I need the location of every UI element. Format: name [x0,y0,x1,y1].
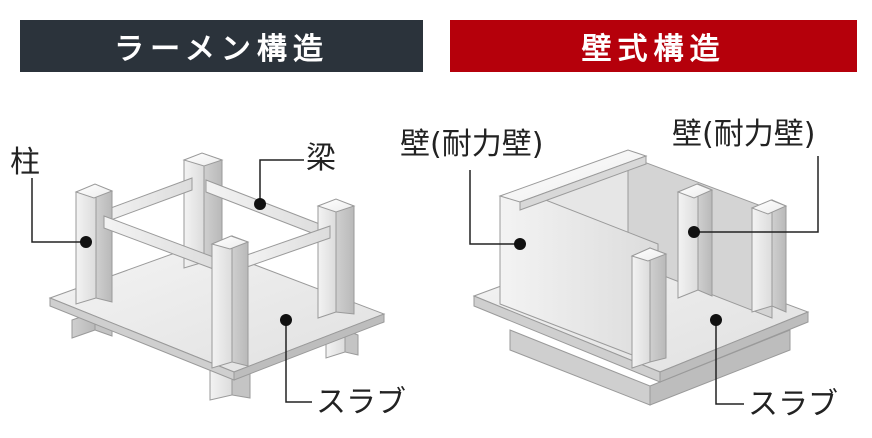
front-wall-end [630,247,668,369]
wall-callouts [469,156,819,405]
rahmen-structure-title: ラーメン構造 [114,32,329,67]
rahmen-callouts [31,159,312,403]
wall-marker-dot-left [514,238,526,250]
column-front [210,235,250,369]
beam-front-right [243,225,331,269]
beam-marker-dot [254,198,266,210]
wall-label-right: 壁(耐力壁) [672,117,815,152]
column-marker-dot [80,236,92,248]
wall-structure-header: 壁式構造 [450,20,857,72]
beam-back-left [99,177,193,225]
beam-label: 梁 [306,141,336,176]
left-wall-top-return [519,155,647,211]
rahmen-model [48,152,386,401]
column-label: 柱 [10,145,40,180]
rahmen-structure-header: ラーメン構造 [20,20,423,72]
wall-model [472,149,810,406]
wall-slab-side-edge [659,311,809,383]
right-side-wall [750,199,788,313]
wall-structure-title: 壁式構造 [581,32,726,67]
slab-label-right: スラブ [748,387,838,422]
wall-marker-dot-right [688,226,700,238]
slab-label-left: スラブ [316,385,406,420]
slab-marker-dot-left [280,314,292,326]
column-right [316,198,356,319]
right-inner-wall [676,183,714,299]
beam-back-right [205,179,331,241]
wall-label-left: 壁(耐力壁) [400,127,543,162]
slab-marker-dot-right [710,314,722,326]
slab-side-edge [233,313,385,381]
